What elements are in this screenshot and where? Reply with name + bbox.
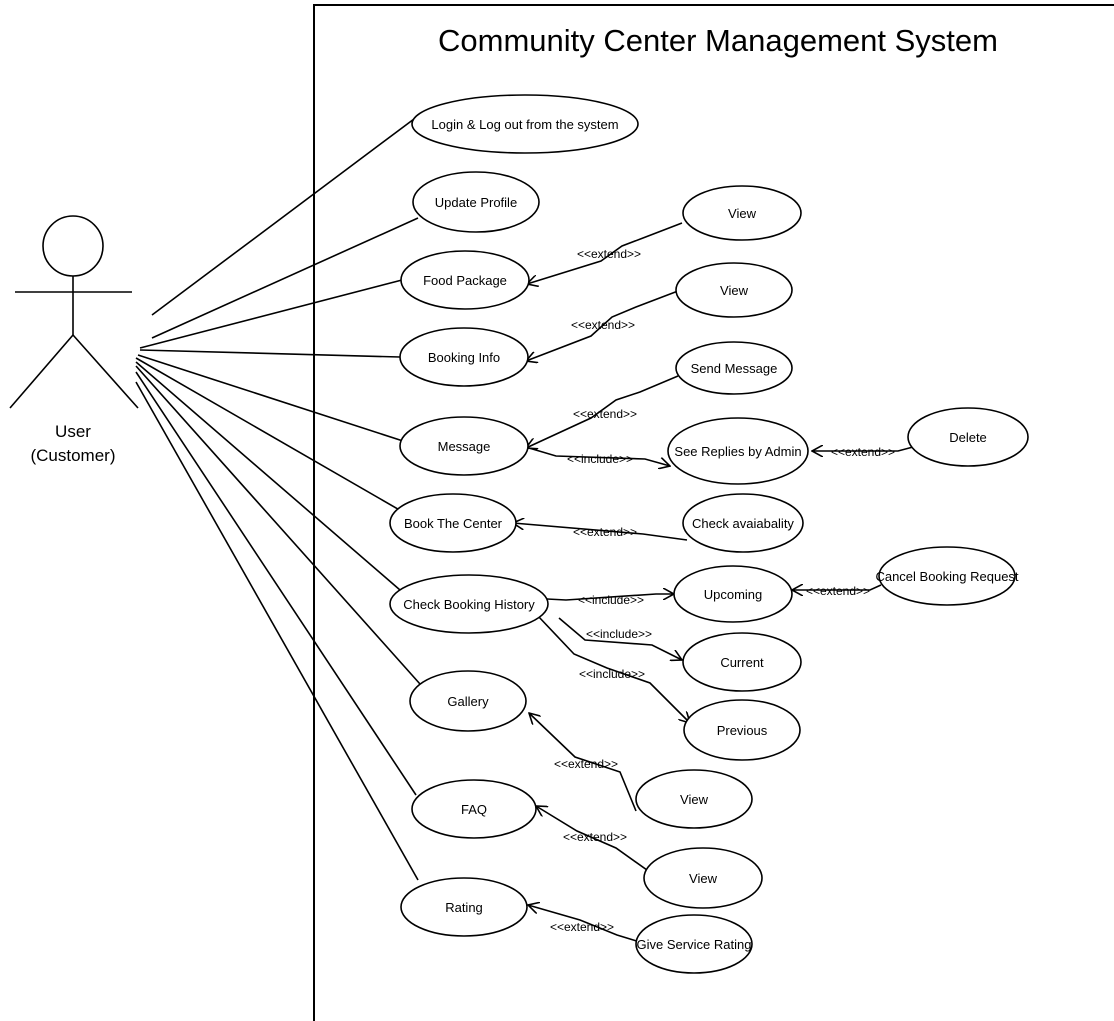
uc-faq bbox=[411, 779, 537, 839]
assoc-login bbox=[151, 115, 419, 316]
label-faq-view: <<extend>> bbox=[563, 830, 627, 844]
rel-gallery-view bbox=[529, 713, 637, 812]
system-title: Community Center Management System bbox=[438, 23, 998, 58]
uc-gallery-label: Gallery bbox=[447, 694, 489, 709]
uc-booking-info-label: Booking Info bbox=[428, 350, 500, 365]
uc-gallery bbox=[409, 670, 527, 732]
uc-book-center-label: Book The Center bbox=[404, 516, 503, 531]
rel-faq-view bbox=[536, 806, 655, 876]
uc-upcoming bbox=[673, 565, 793, 623]
uc-check-history bbox=[389, 574, 549, 634]
uc-view-gallery-label: View bbox=[680, 792, 709, 807]
uc-booking-info bbox=[399, 327, 529, 387]
label-previous: <<include>> bbox=[579, 667, 645, 681]
rel-booking-view bbox=[526, 290, 679, 361]
uc-check-availability bbox=[682, 493, 804, 553]
assoc-faq bbox=[135, 371, 417, 796]
uc-view-gallery bbox=[635, 769, 753, 829]
uc-view-food-label: View bbox=[728, 206, 757, 221]
uc-rating bbox=[400, 877, 528, 937]
uc-give-rating bbox=[635, 914, 753, 974]
rel-see-replies bbox=[528, 447, 670, 466]
uc-check-history-label: Check Booking History bbox=[403, 597, 535, 612]
label-see-replies: <<include>> bbox=[567, 452, 633, 466]
label-booking-view: <<extend>> bbox=[571, 318, 635, 332]
label-delete: <<extend>> bbox=[831, 445, 895, 459]
rel-send-message bbox=[526, 375, 679, 448]
uc-login bbox=[411, 94, 639, 154]
rel-rating bbox=[528, 905, 641, 943]
label-availability: <<extend>> bbox=[573, 525, 637, 539]
uc-login-label: Login & Log out from the system bbox=[431, 117, 618, 132]
actor-user bbox=[9, 215, 139, 409]
uc-delete bbox=[907, 407, 1029, 467]
label-rating: <<extend>> bbox=[550, 920, 614, 934]
uc-message-label: Message bbox=[438, 439, 491, 454]
uc-view-booking-label: View bbox=[720, 283, 749, 298]
uc-message bbox=[399, 416, 529, 476]
uc-update-profile-label: Update Profile bbox=[435, 195, 517, 210]
uc-see-replies bbox=[667, 417, 809, 485]
actor-head bbox=[42, 215, 104, 277]
uc-cancel-request bbox=[878, 546, 1016, 606]
label-gallery-view: <<extend>> bbox=[554, 757, 618, 771]
uc-upcoming-label: Upcoming bbox=[704, 587, 763, 602]
uc-cancel-request-label: Cancel Booking Request bbox=[875, 569, 1018, 584]
actor-right-leg bbox=[72, 334, 139, 409]
uc-previous bbox=[683, 699, 801, 761]
assoc-message bbox=[137, 354, 404, 442]
uc-view-faq bbox=[643, 847, 763, 909]
uc-current bbox=[682, 632, 802, 692]
rel-cancel bbox=[792, 585, 882, 590]
rel-food-view bbox=[527, 222, 683, 284]
rel-delete bbox=[812, 447, 914, 451]
actor-left-leg bbox=[9, 334, 74, 409]
uc-view-faq-label: View bbox=[689, 871, 718, 886]
uc-view-food bbox=[682, 185, 802, 241]
relationships bbox=[513, 222, 914, 943]
assoc-update-profile bbox=[151, 217, 419, 339]
uc-see-replies-label: See Replies by Admin bbox=[674, 444, 801, 459]
uc-previous-label: Previous bbox=[717, 723, 768, 738]
assoc-booking-info bbox=[139, 349, 401, 358]
label-food-view: <<extend>> bbox=[577, 247, 641, 261]
relationship-labels: <<extend>> <<extend>> <<extend>> <<inclu… bbox=[550, 247, 895, 934]
assoc-check-history bbox=[135, 361, 401, 591]
use-case-labels: Login & Log out from the system Update P… bbox=[403, 117, 1019, 952]
assoc-gallery bbox=[135, 365, 421, 685]
label-current: <<include>> bbox=[586, 627, 652, 641]
uc-food-package-label: Food Package bbox=[423, 273, 507, 288]
assoc-food-package bbox=[139, 279, 403, 349]
uc-check-availability-label: Check avaiabality bbox=[692, 516, 794, 531]
uc-send-message-label: Send Message bbox=[691, 361, 778, 376]
uc-send-message bbox=[675, 341, 793, 395]
assoc-rating bbox=[135, 381, 419, 881]
use-cases bbox=[389, 94, 1029, 974]
uc-current-label: Current bbox=[720, 655, 764, 670]
assoc-book-center bbox=[135, 357, 404, 513]
uc-update-profile bbox=[412, 171, 540, 233]
label-upcoming: <<include>> bbox=[578, 593, 644, 607]
uc-delete-label: Delete bbox=[949, 430, 987, 445]
associations bbox=[135, 115, 421, 881]
uc-give-rating-label: Give Service Rating bbox=[637, 937, 752, 952]
label-cancel: <<extend>> bbox=[806, 584, 870, 598]
uc-food-package bbox=[400, 250, 530, 310]
rel-availability bbox=[513, 523, 688, 541]
rel-previous bbox=[537, 615, 690, 723]
rel-current bbox=[558, 617, 682, 660]
actor-name: User bbox=[55, 422, 91, 441]
uc-faq-label: FAQ bbox=[461, 802, 487, 817]
actor-role: (Customer) bbox=[30, 446, 115, 465]
label-send-message: <<extend>> bbox=[573, 407, 637, 421]
uc-view-booking bbox=[675, 262, 793, 318]
system-boundary bbox=[313, 4, 1114, 1021]
uc-book-center bbox=[389, 493, 517, 553]
uc-rating-label: Rating bbox=[445, 900, 483, 915]
rel-upcoming bbox=[546, 594, 674, 601]
